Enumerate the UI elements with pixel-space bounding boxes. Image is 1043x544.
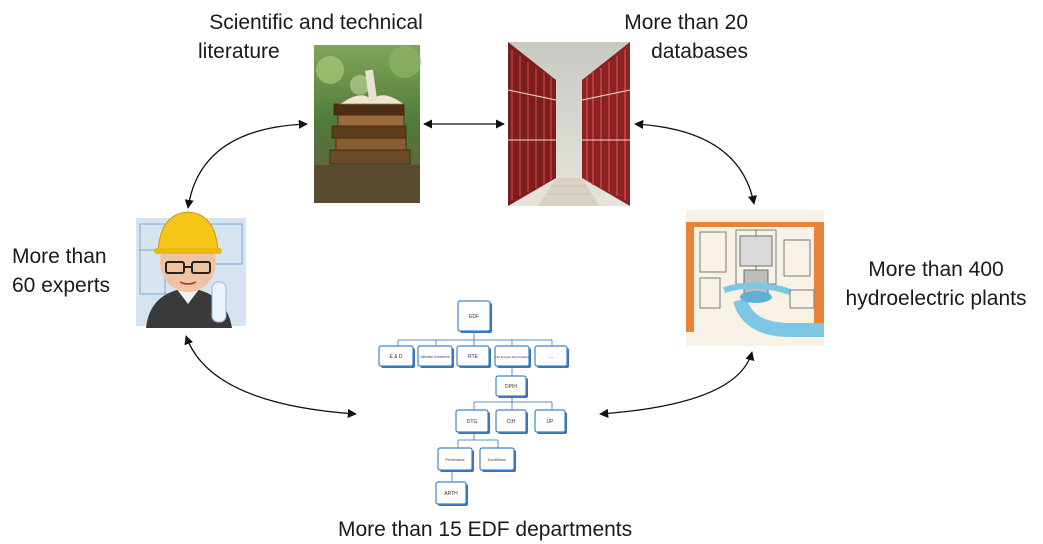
literature-label: Scientific and technical literature (198, 8, 434, 66)
org-l1-0-text: E & D (389, 354, 402, 360)
org-l1-1-text: Direction Commerce (420, 355, 449, 359)
experts-label-line2: 60 experts (12, 274, 111, 297)
org-box-root: EDF (457, 300, 492, 333)
org-box-l2: DPIH (495, 375, 528, 398)
org-chart: EDF E & D Direction Commerce RTE Pôle En… (378, 300, 569, 506)
org-l3-2-text: UP (547, 419, 555, 425)
plants-label-line2: hydroelectric plants (845, 287, 1027, 310)
org-box-l4-0: Performance (437, 447, 474, 472)
org-l3-0-text: DTG (467, 419, 478, 425)
org-box-l1-0: E & D (378, 345, 415, 368)
org-box-l4-1: Surveillance (479, 447, 516, 472)
books-photo (314, 45, 421, 203)
org-l2-text: DPIH (505, 384, 517, 390)
org-box-l1-2: RTE (456, 345, 491, 368)
org-box-l3-2: UP (534, 409, 567, 434)
org-l3-1-text: CIH (507, 419, 516, 425)
departments-label: More than 15 EDF departments (338, 518, 633, 541)
arrow-archive-plant (634, 119, 757, 205)
databases-label-line2: databases (651, 40, 748, 63)
org-box-l1-3: Pôle Energies Renouvelables (494, 345, 531, 368)
arrow-books-engineer (184, 119, 308, 209)
connection-arrows (184, 119, 757, 418)
org-l1-2-text: RTE (468, 354, 479, 360)
arrow-plant-orgchart (599, 351, 755, 418)
org-root-text: EDF (469, 314, 479, 320)
org-box-l1-4: ... (534, 345, 569, 368)
org-l1-4-text: ... (549, 354, 553, 360)
literature-label-line1: Scientific and technical (209, 11, 423, 34)
org-l5-text: ARTH (444, 491, 458, 497)
databases-label-line1: More than 20 (624, 11, 748, 34)
experts-label: More than 60 experts (12, 242, 110, 300)
org-l1-3-text: Pôle Energies Renouvelables (495, 355, 530, 359)
org-l4-0-text: Performance (445, 458, 465, 462)
plants-label: More than 400 hydroelectric plants (836, 255, 1036, 313)
plants-label-line1: More than 400 (868, 258, 1004, 281)
hydro-plant-drawing (686, 210, 824, 346)
archive-shelves-photo (507, 42, 631, 206)
org-l4-1-text: Surveillance (488, 458, 507, 462)
arrow-engineer-orgchart (184, 335, 357, 418)
databases-label: More than 20 databases (600, 8, 748, 66)
literature-label-line2: literature (198, 40, 280, 63)
org-box-l3-0: DTG (455, 409, 490, 434)
org-box-l5: ARTH (435, 481, 468, 506)
experts-label-line1: More than (12, 245, 107, 268)
org-box-l1-1: Direction Commerce (417, 345, 454, 368)
org-box-l3-1: CIH (495, 409, 528, 434)
engineer-avatar (136, 211, 246, 328)
